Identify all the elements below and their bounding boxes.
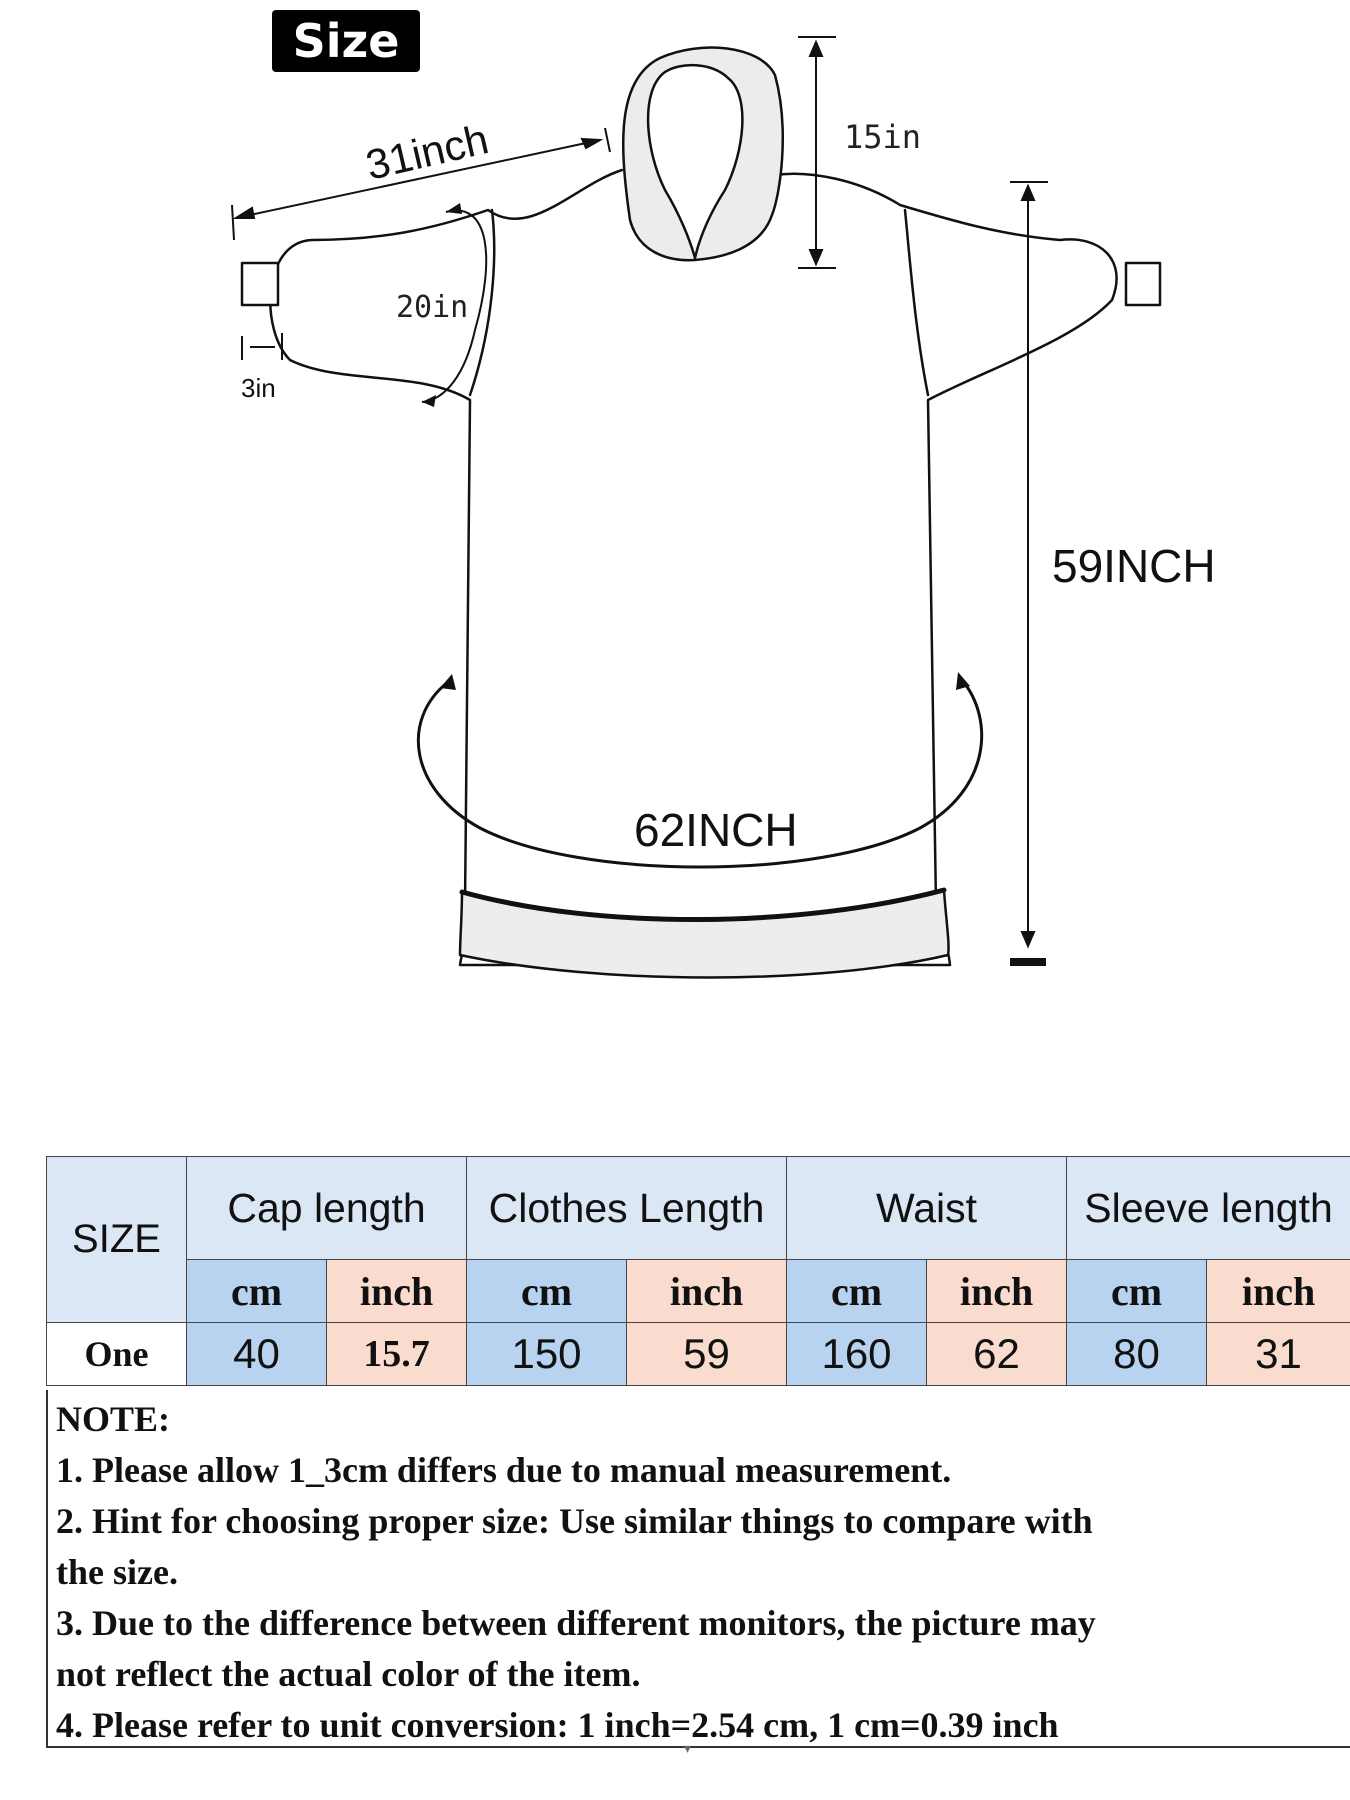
value-cell: 31 <box>1206 1322 1350 1386</box>
right-cuff <box>1124 261 1162 307</box>
clothes-length-header: Clothes Length <box>466 1156 788 1260</box>
size-badge: Size <box>272 10 420 72</box>
hood-length-label: 15in <box>844 118 921 156</box>
value-cell: 80 <box>1066 1322 1208 1386</box>
note-heading: NOTE: <box>56 1399 171 1439</box>
waist-header: Waist <box>786 1156 1068 1260</box>
note-line: 3. Due to the difference between differe… <box>56 1603 1096 1643</box>
table-row: One 40 15.7 150 59 160 62 80 31 <box>46 1322 1350 1386</box>
row-label: One <box>46 1322 187 1386</box>
note-line: not reflect the actual color of the item… <box>56 1654 641 1694</box>
note-line: the size. <box>56 1552 178 1592</box>
clothes-length-label: 59INCH <box>1052 540 1216 592</box>
armhole-label: 20in <box>396 290 468 325</box>
unit-cell: inch <box>926 1259 1068 1323</box>
value-cell: 15.7 <box>325 1322 468 1386</box>
waist-label: 62INCH <box>634 804 798 856</box>
garment-outline <box>269 168 1118 967</box>
garment-diagram: 31inch 20in 3in 15in 59INCH 62INCH <box>231 36 1216 979</box>
value-cell: 40 <box>186 1322 327 1386</box>
unit-cell: cm <box>466 1259 628 1323</box>
value-cell: 59 <box>626 1322 788 1386</box>
notes-block: NOTE: 1. Please allow 1_3cm differs due … <box>46 1390 1350 1748</box>
note-line: 1. Please allow 1_3cm differs due to man… <box>56 1450 952 1490</box>
note-line: 2. Hint for choosing proper size: Use si… <box>56 1501 1093 1541</box>
value-cell: 150 <box>466 1322 628 1386</box>
unit-cell: cm <box>786 1259 928 1323</box>
size-header: SIZE <box>46 1156 187 1323</box>
unit-cell: cm <box>1066 1259 1208 1323</box>
unit-cell: inch <box>325 1259 468 1323</box>
cuff-label: 3in <box>241 373 276 403</box>
left-cuff <box>240 261 280 307</box>
sleeve-length-header: Sleeve length <box>1066 1156 1350 1260</box>
cap-length-header: Cap length <box>185 1156 468 1260</box>
note-line: 4. Please refer to unit conversion: 1 in… <box>56 1705 1059 1745</box>
unit-cell: inch <box>1206 1259 1350 1323</box>
value-cell: 160 <box>786 1322 928 1386</box>
unit-cell: cm <box>186 1259 327 1323</box>
unit-cell: inch <box>626 1259 788 1323</box>
caret-icon: ▾ <box>684 1740 692 1756</box>
value-cell: 62 <box>926 1322 1068 1386</box>
size-table: SIZE Cap length Clothes Length Waist Sle… <box>46 1156 1350 1386</box>
